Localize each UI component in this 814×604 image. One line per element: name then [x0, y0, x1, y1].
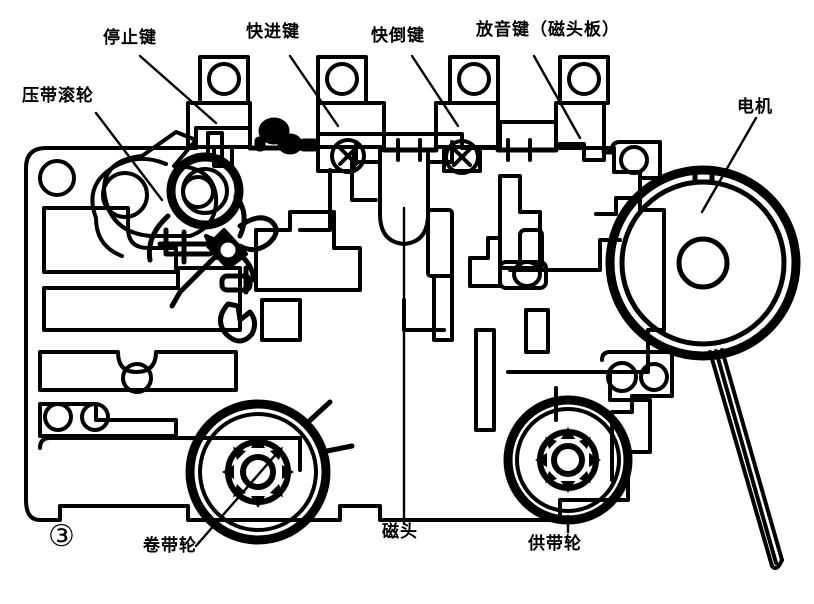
rewind-key-lever: [434, 55, 500, 175]
chassis-plate: [24, 120, 666, 522]
leader-play-key: [532, 54, 582, 140]
motor: [605, 165, 801, 361]
tension-lever-arms: [157, 215, 279, 309]
label-take-up-reel: 卷带轮: [143, 536, 197, 556]
label-magnetic-head: 磁头: [382, 522, 418, 542]
lever-pivot: [215, 237, 241, 263]
label-stop-key: 停止键: [103, 28, 157, 48]
leader-fast-forward-key: [288, 54, 340, 128]
play-key-head-plate: [554, 55, 610, 162]
fast-forward-key-lever: [316, 55, 386, 174]
callout-leader-lines: [94, 54, 758, 548]
figure-number: ③: [48, 519, 75, 554]
label-supply-reel: 供带轮: [528, 534, 582, 554]
motor-wire-leads: [708, 348, 784, 570]
label-play-key: 放音键（磁头板）: [476, 20, 620, 40]
take-up-reel-teeth: [222, 436, 294, 508]
flywheel-guard-arc: [146, 193, 247, 263]
motor-mount-tab: [692, 169, 715, 185]
lower-lever-parts: [218, 273, 258, 344]
chassis-hardware-center: [498, 228, 548, 290]
label-rewind-key: 快倒键: [371, 26, 425, 46]
chassis-cutouts-center: [254, 156, 632, 432]
chassis-hole-upper-left: [38, 159, 76, 197]
leader-stop-key: [138, 54, 218, 125]
magnetic-head: [378, 148, 454, 278]
key-lock-cam: [254, 117, 320, 155]
leader-pinch-roller: [94, 111, 164, 202]
head-bracket: [354, 140, 454, 164]
stop-key-lever: [186, 55, 252, 168]
label-pinch-roller: 压带滚轮: [22, 86, 94, 106]
leader-motor: [700, 116, 758, 214]
leader-take-up-reel: [194, 450, 280, 548]
pinch-roller-wheel: [166, 152, 244, 230]
label-motor: 电机: [737, 97, 773, 117]
leader-rewind-key: [410, 54, 460, 128]
take-up-reel-spokes: [303, 399, 355, 455]
supply-reel-teeth: [535, 427, 601, 493]
chassis-holes-left: [43, 362, 153, 432]
take-up-reel: [185, 399, 331, 545]
label-fast-forward-key: 快进键: [246, 22, 300, 42]
